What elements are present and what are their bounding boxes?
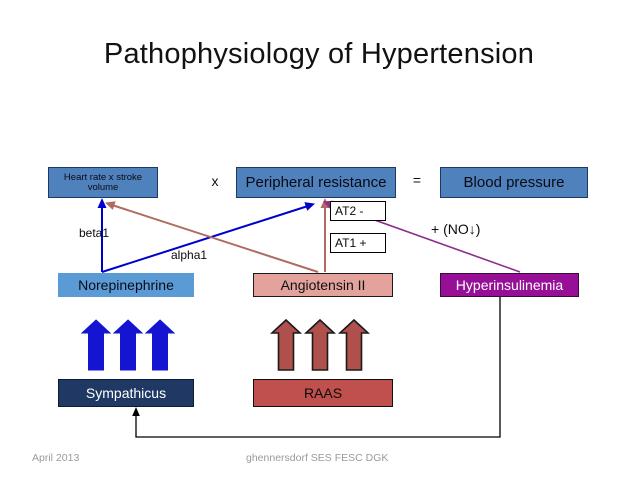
node-angiotensin-ii[interactable]: Angiotensin II xyxy=(253,273,393,297)
at1-connector xyxy=(320,198,330,272)
node-hyperinsulinemia[interactable]: Hyperinsulinemia xyxy=(440,273,579,297)
feedback-connector xyxy=(132,297,501,438)
footer-credit: ghennersdorf SES FESC DGK xyxy=(246,452,389,464)
sympathicus-up-arrows xyxy=(80,319,176,371)
node-blood-pressure[interactable]: Blood pressure xyxy=(440,167,588,198)
label-alpha1-receptor: alpha1 xyxy=(171,248,208,262)
alpha1-connector xyxy=(101,202,315,273)
equals-operator: = xyxy=(412,172,422,188)
raas-up-arrows xyxy=(269,318,371,371)
node-raas[interactable]: RAAS xyxy=(253,379,393,407)
node-heart-rate-stroke-volume[interactable]: Heart rate x stroke volume xyxy=(48,167,158,198)
node-sympathicus[interactable]: Sympathicus xyxy=(58,379,194,407)
tag-at1-receptor[interactable]: AT1 + xyxy=(330,233,386,253)
page-title: Pathophysiology of Hypertension xyxy=(103,38,535,70)
node-peripheral-resistance[interactable]: Peripheral resistance xyxy=(236,167,396,198)
label-beta1-receptor: beta1 xyxy=(79,226,110,240)
node-norepinephrine[interactable]: Norepinephrine xyxy=(58,273,194,297)
tag-at2-receptor[interactable]: AT2 - xyxy=(330,201,386,221)
footer-date: April 2013 xyxy=(32,452,80,464)
multiply-operator: x xyxy=(211,173,219,189)
label-nitric-oxide: + (NO↓) xyxy=(431,221,481,237)
at2-connector xyxy=(105,201,319,273)
